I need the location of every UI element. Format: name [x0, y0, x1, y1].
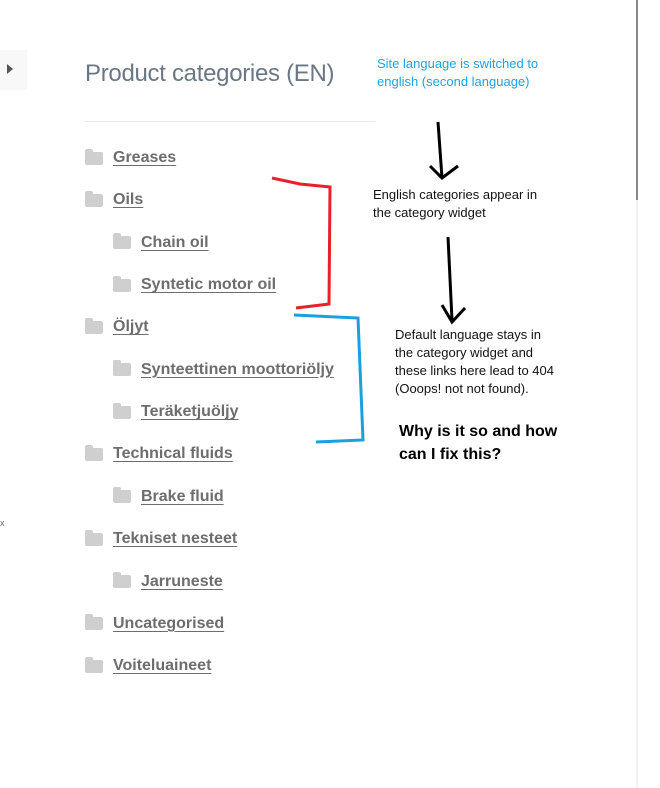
category-link[interactable]: Uncategorised	[113, 614, 225, 632]
category-link[interactable]: Technical fluids	[113, 445, 233, 463]
category-link[interactable]: Tekniset nesteet	[113, 530, 238, 548]
folder-icon	[85, 614, 103, 631]
category-item: Jarruneste	[113, 571, 223, 593]
category-link[interactable]: Brake fluid	[141, 487, 224, 505]
arrow-2	[440, 236, 467, 325]
folder-icon	[85, 190, 103, 207]
widget-title: Product categories (EN)	[85, 60, 335, 87]
category-item: Voiteluaineet	[85, 655, 211, 677]
category-item: Tekniset nesteet	[85, 528, 237, 550]
category-link[interactable]: Syntetic motor oil	[141, 276, 277, 294]
folder-icon	[85, 656, 103, 673]
category-item: Oils	[85, 189, 143, 211]
folder-icon	[113, 275, 131, 292]
annotation-english-categories: English categories appear in the categor…	[373, 187, 538, 220]
category-link[interactable]: Synteettinen moottoriöljy	[141, 360, 334, 378]
divider	[85, 121, 375, 122]
category-link[interactable]: Greases	[113, 149, 177, 166]
folder-icon	[85, 148, 103, 165]
category-link[interactable]: Voiteluaineet	[113, 657, 212, 675]
category-item: Syntetic motor oil	[113, 274, 276, 296]
arrow-1	[428, 121, 459, 180]
folder-icon	[113, 360, 131, 377]
folder-icon	[113, 487, 131, 504]
caret-right-icon	[7, 64, 13, 74]
category-link[interactable]: Öljyt	[113, 318, 149, 336]
folder-icon	[113, 572, 131, 588]
annotation-question: Why is it so and how can I fix this?	[399, 423, 558, 463]
sidebar-toggle-button[interactable]	[0, 50, 27, 90]
folder-icon	[85, 317, 103, 334]
category-link[interactable]: Oils	[113, 191, 144, 209]
annotation-language-switched: Site language is switched to english (se…	[377, 56, 539, 89]
category-item: Brake fluid	[113, 486, 224, 508]
category-link[interactable]: Chain oil	[141, 233, 209, 251]
category-item: Teräketjuöljy	[113, 401, 239, 423]
category-item: Synteettinen moottoriöljy	[113, 359, 334, 381]
category-item: Greases	[85, 147, 176, 169]
page-edge	[636, 200, 638, 788]
folder-icon	[85, 444, 103, 461]
folder-icon	[113, 402, 131, 419]
edge-mark: x	[0, 518, 5, 528]
scrollbar[interactable]	[636, 0, 638, 200]
annotation-default-language: Default language stays in the category w…	[395, 327, 554, 396]
category-link[interactable]: Teräketjuöljy	[141, 403, 239, 421]
category-item: Chain oil	[113, 232, 209, 254]
blue-bracket	[293, 313, 365, 444]
category-item: Öljyt	[85, 316, 149, 338]
folder-icon	[113, 233, 131, 250]
category-link[interactable]: Jarruneste	[141, 572, 223, 590]
folder-icon	[85, 529, 103, 546]
category-item: Uncategorised	[85, 613, 224, 635]
category-item: Technical fluids	[85, 443, 233, 465]
red-bracket	[271, 176, 332, 310]
